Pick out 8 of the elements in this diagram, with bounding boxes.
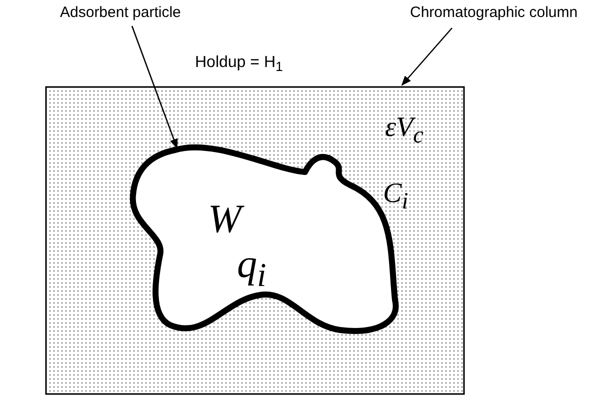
leader-arrow (401, 28, 452, 86)
particle-label: Adsorbent particle (60, 4, 181, 21)
void-volume-symbol: εV$_{c}$ (385, 112, 424, 150)
loading-symbol: q$_{i}$ (237, 240, 266, 295)
holdup-label: Holdup = H$_{1}$ (195, 54, 283, 74)
column-label: Chromatographic column (410, 4, 578, 21)
concentration-symbol: C$_{i}$ (383, 178, 408, 216)
leader-arrow (131, 26, 178, 149)
